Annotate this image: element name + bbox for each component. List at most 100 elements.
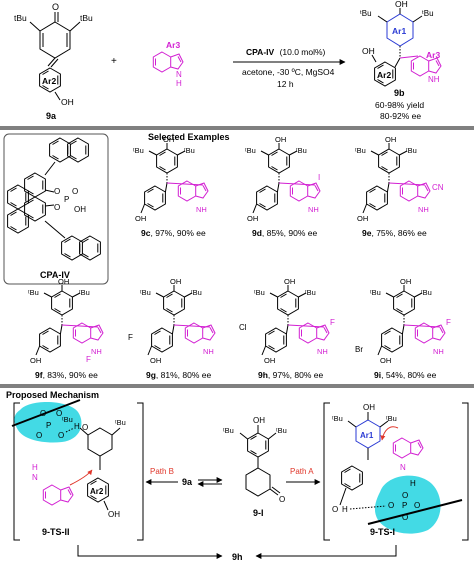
svg-text:H: H <box>74 422 80 431</box>
example-9d: OH ᵗBu ᵗBu OH NH I 9d, 85%, 90% ee <box>245 135 320 238</box>
svg-text:NH: NH <box>317 347 328 356</box>
ts1-ar1: Ar1 <box>360 431 374 440</box>
sm2-ar-label: Ar3 <box>166 40 180 50</box>
mechanism-sm-label: 9a <box>182 477 193 487</box>
svg-text:P: P <box>46 421 51 430</box>
svg-text:OH: OH <box>170 277 181 286</box>
svg-text:ᵗBu: ᵗBu <box>223 426 234 435</box>
ts1-bracket-right <box>462 402 469 541</box>
svg-text:N: N <box>400 463 406 472</box>
svg-text:ᵗBu: ᵗBu <box>254 288 265 297</box>
sm1-tbu-right: tBu <box>80 13 93 23</box>
svg-text:ᵗBu: ᵗBu <box>62 415 73 424</box>
product-nh: NH <box>428 75 440 84</box>
ts2-to-product-arrow <box>77 545 223 559</box>
svg-text:O: O <box>414 501 420 510</box>
svg-text:O: O <box>279 495 285 504</box>
sm2-h: H <box>176 79 182 88</box>
ts2-ar2: Ar2 <box>90 487 104 496</box>
svg-text:9i, 54%, 80% ee: 9i, 54%, 80% ee <box>374 370 437 380</box>
path-a-label: Path A <box>290 467 314 476</box>
catalyst-blob-ts2 <box>14 401 82 443</box>
product-ar3: Ar3 <box>426 50 440 60</box>
svg-text:F: F <box>330 318 335 327</box>
ts2-label: 9-TS-II <box>42 527 70 537</box>
catalyst-blob-ts1 <box>374 475 441 534</box>
svg-text:F: F <box>446 318 451 327</box>
sm1-structure <box>29 12 81 101</box>
product-ar2: Ar2 <box>377 70 391 80</box>
ts1-to-product-arrow <box>255 545 397 559</box>
svg-text:OH: OH <box>385 135 396 144</box>
svg-text:OH: OH <box>108 510 120 519</box>
ee-text: 80-92% ee <box>380 111 421 121</box>
svg-text:H: H <box>342 505 348 514</box>
example-9e: OH ᵗBu ᵗBu OH NH CN 9e, 75%, 86% ee <box>355 135 444 238</box>
reaction-section: O tBu tBu Ar2 OH 9a + Ar3 N H CPA-IV (10… <box>14 0 442 121</box>
catalyst-structure <box>7 137 101 261</box>
svg-text:9e, 75%, 86% ee: 9e, 75%, 86% ee <box>362 228 427 238</box>
svg-text:Br: Br <box>355 345 363 354</box>
cat-o3: O <box>72 187 78 196</box>
svg-text:ᵗBu: ᵗBu <box>296 146 307 155</box>
example-9c: OH ᵗBu ᵗBu OH NH 9c, 97%, 90% ee <box>133 135 208 238</box>
svg-text:ᵗBu: ᵗBu <box>421 288 432 297</box>
svg-text:H: H <box>410 479 416 488</box>
svg-text:ᵗBu: ᵗBu <box>305 288 316 297</box>
selected-heading: Selected Examples <box>148 132 230 142</box>
svg-text:OH: OH <box>163 135 174 144</box>
product-oh-top: OH <box>395 0 408 9</box>
sm1-ar-label: Ar2 <box>42 76 56 86</box>
svg-text:NH: NH <box>91 347 102 356</box>
svg-text:9h, 97%, 80% ee: 9h, 97%, 80% ee <box>258 370 323 380</box>
svg-text:ᵗBu: ᵗBu <box>332 414 343 423</box>
svg-text:OH: OH <box>30 356 41 365</box>
example-9i: OH ᵗBu ᵗBu OH Br NH F 9i, 54%, 80% ee <box>355 277 451 380</box>
svg-text:OH: OH <box>135 214 146 223</box>
cat-o1: O <box>54 187 60 196</box>
svg-text:CN: CN <box>432 183 444 192</box>
sm2-structure <box>152 51 184 73</box>
mechanism-heading: Proposed Mechanism <box>6 390 99 400</box>
cat-oh: OH <box>74 205 86 214</box>
example-9h: OH ᵗBu ᵗBu OH Cl NH F 9h, 97%, 80% ee <box>239 277 335 380</box>
svg-text:ᵗBu: ᵗBu <box>422 9 434 18</box>
svg-text:OH: OH <box>357 214 368 223</box>
svg-text:O: O <box>40 409 46 418</box>
svg-text:H: H <box>32 463 38 472</box>
svg-text:ᵗBu: ᵗBu <box>133 146 144 155</box>
sm1-label: 9a <box>46 111 57 121</box>
svg-text:ᵗBu: ᵗBu <box>191 288 202 297</box>
svg-text:OH: OH <box>58 277 69 286</box>
svg-text:F: F <box>86 355 91 364</box>
svg-text:ᵗBu: ᵗBu <box>115 418 126 427</box>
svg-text:O: O <box>402 491 408 500</box>
svg-text:NH: NH <box>203 347 214 356</box>
cat-p: P <box>64 195 69 204</box>
svg-text:OH: OH <box>264 356 275 365</box>
svg-text:O: O <box>332 505 338 514</box>
svg-text:N: N <box>32 473 38 482</box>
svg-text:ᵗBu: ᵗBu <box>406 146 417 155</box>
svg-text:NH: NH <box>196 205 207 214</box>
path-b-label: Path B <box>150 467 174 476</box>
svg-text:ᵗBu: ᵗBu <box>245 146 256 155</box>
svg-text:I: I <box>318 173 320 182</box>
svg-text:O: O <box>56 409 62 418</box>
svg-text:ᵗBu: ᵗBu <box>28 288 39 297</box>
svg-text:ᵗBu: ᵗBu <box>386 414 397 423</box>
product-ar1: Ar1 <box>392 26 406 36</box>
svg-text:9f, 83%, 90% ee: 9f, 83%, 90% ee <box>35 370 98 380</box>
selected-examples-section: Selected Examples O O P O OH CPA-IV OH ᵗ… <box>3 132 451 380</box>
int-label: 9-I <box>253 508 264 518</box>
product-structure <box>371 8 442 87</box>
svg-text:CPA-IV (10.0 mol%): CPA-IV (10.0 mol%) <box>246 47 326 57</box>
yield-text: 60-98% yield <box>375 100 424 110</box>
svg-text:OH: OH <box>400 277 411 286</box>
svg-text:OH: OH <box>247 214 258 223</box>
svg-text:F: F <box>128 333 133 342</box>
svg-text:O: O <box>82 423 88 432</box>
plus-sign: + <box>111 56 117 67</box>
